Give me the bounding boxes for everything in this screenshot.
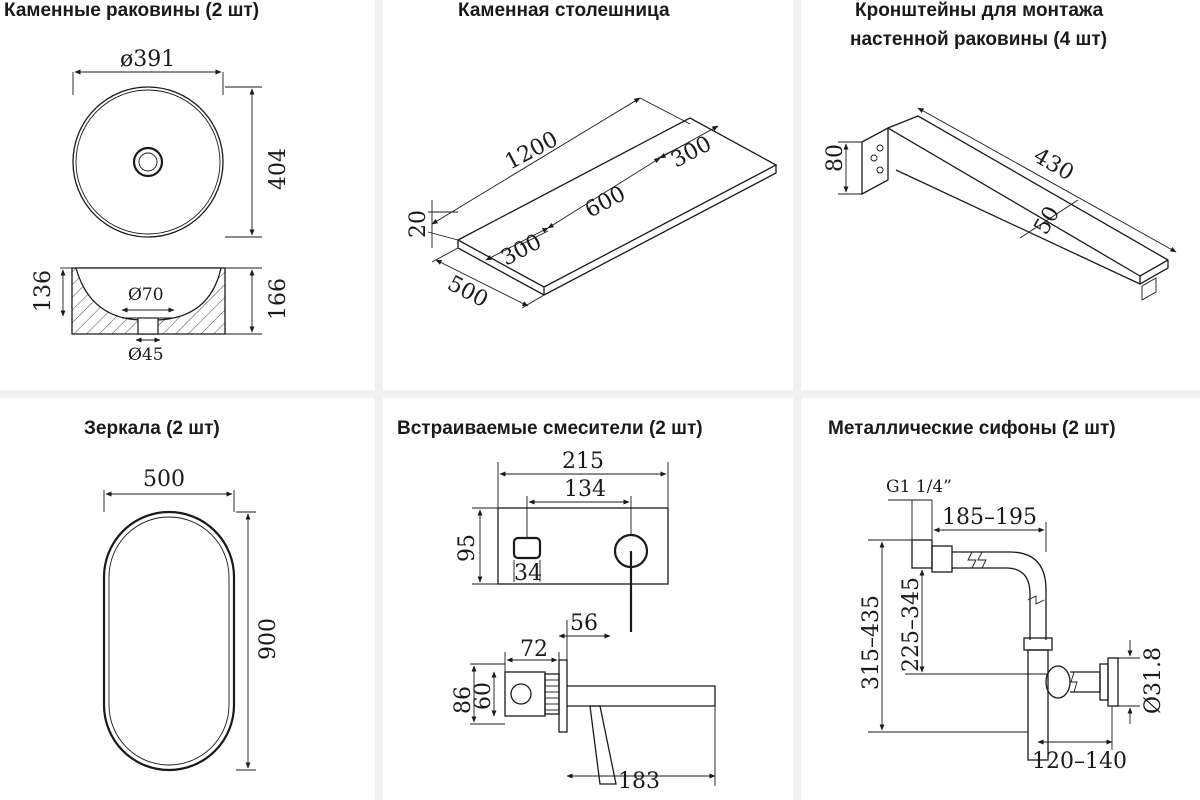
countertop-thickness-label: 20: [406, 210, 431, 238]
siphon-total-height-label: 315–435: [859, 595, 884, 690]
mirror-drawing: 500 900: [102, 467, 281, 772]
brackets-title-line2: настенной раковины (4 шт): [850, 29, 1108, 50]
sink-top-inner: [75, 89, 221, 235]
bracket-height-label: 80: [823, 144, 848, 172]
mirror-outline: [102, 510, 236, 772]
bracket-length-label: 430: [1029, 144, 1078, 187]
sink-drain-bottom-label: Ø45: [128, 345, 164, 365]
mirror-width-label: 500: [143, 467, 185, 492]
section-divider-horizontal: [0, 390, 1200, 398]
bracket-wall-plate: [861, 126, 889, 196]
siphon-inner-height-label: 225–345: [899, 577, 924, 672]
siphon-drawing: G1 1/4” 185–195 315–435 225–345 Ø31.8 12…: [859, 477, 1166, 774]
siphon-pipe-diameter-label: Ø31.8: [1141, 647, 1166, 714]
sinks-title: Каменные раковины (2 шт): [4, 0, 260, 21]
mixer-depth-b-label: 56: [570, 611, 598, 636]
countertop-hole-right-label: 300: [667, 132, 716, 174]
sink-drain-top-label: Ø70: [128, 285, 164, 305]
mixer-spout-side: [567, 685, 716, 707]
mixer-spout-length-label: 183: [618, 769, 660, 794]
mixer-handle-side: [589, 705, 617, 785]
siphon-reach-label: 185–195: [942, 505, 1037, 530]
sink-drawing: ø391 404 Ø70 Ø45 136 166: [31, 47, 291, 365]
countertop-drawing: 1200 600 300 300 20 500: [406, 97, 778, 313]
sink-drain-icon: [132, 146, 164, 178]
countertop-hole-spacing-label: 600: [581, 182, 630, 224]
mirror-height-label: 900: [256, 618, 281, 660]
bracket-width-label: 50: [1030, 202, 1066, 239]
mirrors-title: Зеркала (2 шт): [84, 418, 220, 439]
siphons-title: Металлические сифоны (2 шт): [828, 418, 1116, 439]
mixer-plate-width-label: 215: [562, 449, 604, 474]
countertop-length-label: 1200: [501, 127, 562, 175]
mixer-spacing-label: 134: [564, 477, 606, 502]
siphon-thread-label: G1 1/4”: [886, 477, 952, 497]
sink-top-outline: [72, 86, 224, 238]
mixer-drawing: 215 134 95 34 72 56: [451, 449, 716, 794]
mixer-plate: [497, 507, 669, 585]
sink-depth-label: 404: [266, 148, 291, 190]
siphon-nut: [1023, 637, 1053, 651]
section-divider-right: [793, 0, 801, 800]
mixer-spout-icon: [512, 536, 542, 560]
mixer-depth-a-label: 72: [520, 637, 548, 662]
mixers-title: Встраиваемые смесители (2 шт): [397, 418, 703, 439]
siphon-body: [1027, 649, 1049, 761]
bracket-drawing: 80 430 50: [823, 107, 1177, 301]
sink-inner-height-label: 136: [31, 270, 56, 312]
siphon-offset-label: 120–140: [1032, 749, 1127, 774]
sink-outer-height-label: 166: [266, 278, 291, 320]
countertop-title: Каменная столешница: [458, 0, 670, 21]
countertop-width-label: 500: [443, 271, 492, 313]
mixer-body-inner-height-label: 60: [471, 682, 496, 710]
brackets-title-line1: Кронштейны для монтажа: [855, 0, 1104, 21]
mixer-handle-label: 34: [514, 561, 542, 586]
section-divider-left: [375, 0, 383, 800]
mixer-body-height-label: 86: [451, 686, 476, 714]
sink-diameter-label: ø391: [120, 47, 175, 72]
mixer-plate-height-label: 95: [455, 534, 480, 562]
siphon-inlet: [911, 539, 933, 569]
siphon-outlet: [1107, 657, 1119, 707]
